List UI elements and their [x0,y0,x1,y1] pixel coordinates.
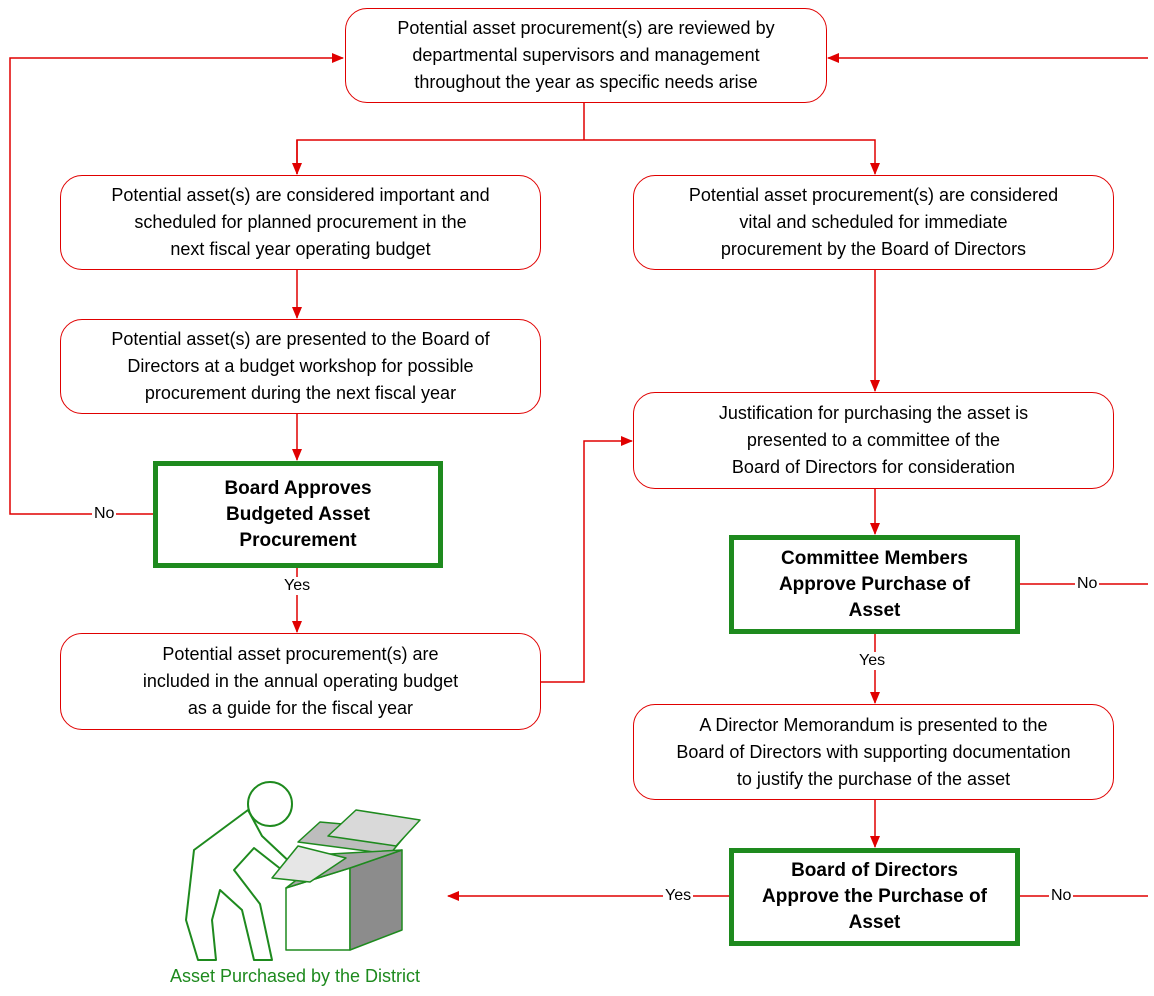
decision-board-final-text: Board of Directors Approve the Purchase … [762,860,987,933]
step-vital-text: Potential asset procurement(s) are consi… [688,185,1059,259]
step-important-text: Potential asset(s) are considered import… [111,185,490,259]
label-yes-board-budget: Yes [282,577,313,595]
decision-board-budget-text: Board Approves Budgeted Asset Procuremen… [224,477,372,551]
step-important: Potential asset(s) are considered import… [60,175,541,270]
decision-committee-text: Committee Members Approve Purchase of As… [778,547,971,621]
step-justification: Justification for purchasing the asset i… [633,392,1114,489]
label-yes-committee: Yes [857,652,888,670]
step-review: Potential asset procurement(s) are revie… [345,8,827,103]
step-memorandum-text: A Director Memorandum is presented to th… [676,714,1071,789]
label-no-committee: No [1075,575,1100,593]
step-included-text: Potential asset procurement(s) are inclu… [142,644,459,718]
step-justification-text: Justification for purchasing the asset i… [718,403,1029,477]
connector-no-to-review [9,53,344,515]
label-no-board-budget: No [92,505,117,523]
label-no-board-final: No [1049,887,1074,905]
final-caption: Asset Purchased by the District [169,966,421,986]
connector-included-to-justification [541,436,633,683]
person-carrying-box-icon [185,781,421,961]
step-vital: Potential asset procurement(s) are consi… [633,175,1114,270]
step-review-text: Potential asset procurement(s) are revie… [397,18,775,92]
decision-board-final: Board of Directors Approve the Purchase … [729,848,1020,946]
step-included: Potential asset procurement(s) are inclu… [60,633,541,730]
step-presented-text: Potential asset(s) are presented to the … [111,329,490,403]
decision-board-budget: Board Approves Budgeted Asset Procuremen… [153,461,443,568]
label-yes-board-final: Yes [663,887,694,905]
connector-review-split [296,103,875,174]
step-memorandum: A Director Memorandum is presented to th… [633,704,1114,800]
decision-committee: Committee Members Approve Purchase of As… [729,535,1020,634]
step-presented: Potential asset(s) are presented to the … [60,319,541,414]
